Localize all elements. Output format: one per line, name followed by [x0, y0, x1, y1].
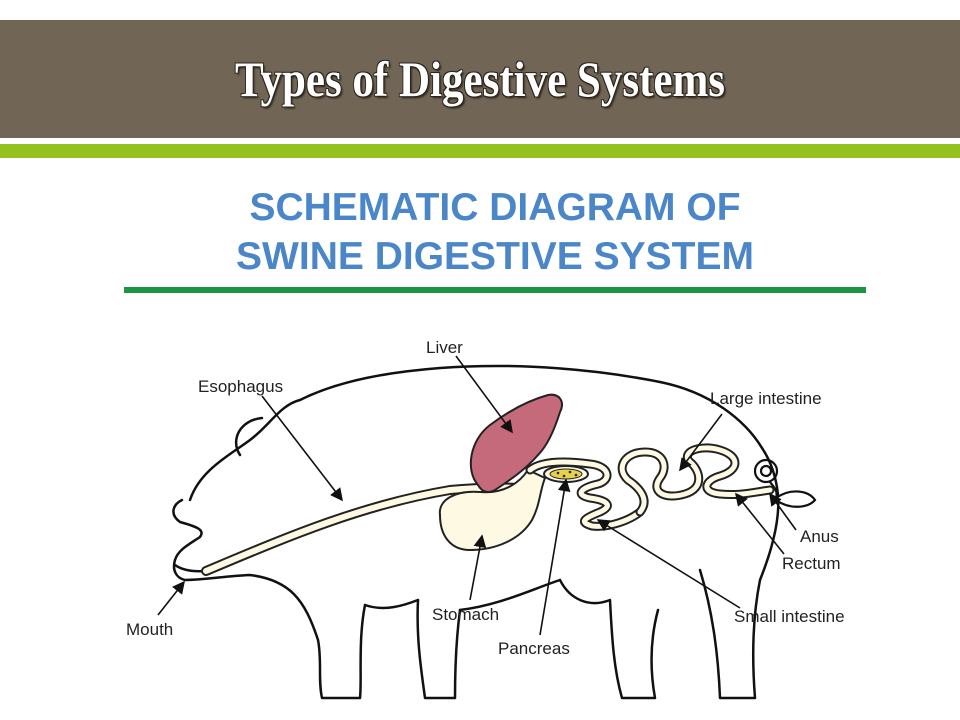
pig-ear-outline — [234, 416, 264, 457]
diagram-heading-line1: SCHEMATIC DIAGRAM OF — [249, 186, 741, 229]
large-intestine-leader — [679, 413, 723, 472]
pancreas-shape — [543, 465, 589, 483]
title-bar — [0, 20, 960, 138]
label-esophagus: Esophagus — [198, 377, 283, 396]
liver-leader — [455, 355, 513, 434]
heading-rule — [124, 287, 866, 293]
label-rectum: Rectum — [782, 554, 841, 573]
label-liver: Liver — [426, 338, 463, 357]
stomach-leader — [469, 534, 487, 601]
small-intestine-leader — [596, 519, 741, 609]
esophagus-leader — [261, 395, 343, 502]
mouth-leader — [157, 580, 185, 616]
label-small-intestine: Small intestine — [734, 607, 845, 626]
label-pancreas: Pancreas — [498, 639, 570, 658]
label-mouth: Mouth — [126, 620, 173, 639]
pig-belly-outline — [363, 578, 562, 612]
diagram-heading-line2: SWINE DIGESTIVE SYSTEM — [236, 235, 754, 278]
label-large-intestine: Large intestine — [710, 389, 822, 408]
label-stomach: Stomach — [432, 605, 499, 624]
top-strip — [0, 0, 960, 20]
rectum-leader — [735, 492, 785, 555]
pig-tail — [753, 458, 817, 508]
divider-line — [0, 138, 960, 144]
liver-shape — [469, 393, 563, 494]
accent-bar — [0, 144, 960, 158]
large-intestine-shape — [617, 443, 775, 517]
pig-body-outline — [172, 364, 780, 700]
label-anus: Anus — [800, 527, 839, 546]
pancreas-leader — [539, 478, 571, 636]
stomach-shape — [438, 468, 547, 552]
slide-title: Types of Digestive Systems — [234, 51, 726, 107]
anus-leader — [769, 492, 797, 531]
small-intestine-shape — [525, 457, 645, 531]
